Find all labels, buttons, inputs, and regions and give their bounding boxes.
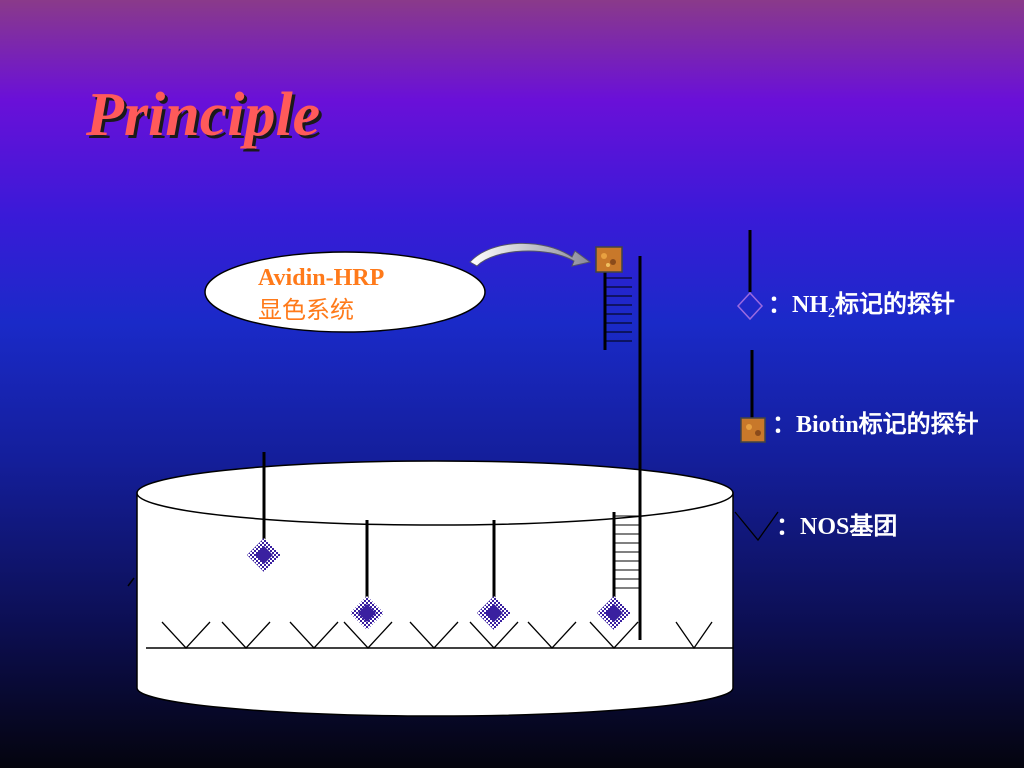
nh2-probe-1 xyxy=(247,452,281,572)
floating-biotin-probe xyxy=(595,246,632,350)
legend-nh2-label: ：NH2标记的探针 xyxy=(768,290,955,329)
legend-nh2-subscript: 2 xyxy=(828,306,835,321)
avidin-hrp-callout xyxy=(204,251,486,333)
nh2-probe-hybridized xyxy=(597,512,640,630)
microwell xyxy=(127,460,734,717)
legend-biotin-symbol xyxy=(740,350,766,443)
nos-groups xyxy=(161,621,713,650)
legend-nh2-symbol xyxy=(736,230,764,321)
biotin-label-icon xyxy=(595,246,623,273)
nh2-probe-2 xyxy=(350,520,384,630)
curved-arrow-icon xyxy=(469,242,592,267)
callout-line-2: 显色系统 xyxy=(258,298,354,324)
slide-title: Principle xyxy=(86,81,321,149)
legend-nos-label: ：NOS基团 xyxy=(776,514,898,540)
callout-line-1: Avidin-HRP xyxy=(258,265,385,291)
legend-nh2-prefix: ：NH xyxy=(768,292,828,318)
nh2-probe-3 xyxy=(477,520,511,630)
legend-biotin-label: ：Biotin标记的探针 xyxy=(772,412,979,438)
legend-nos-symbol xyxy=(734,511,779,542)
legend-nh2-suffix: 标记的探针 xyxy=(835,292,955,318)
